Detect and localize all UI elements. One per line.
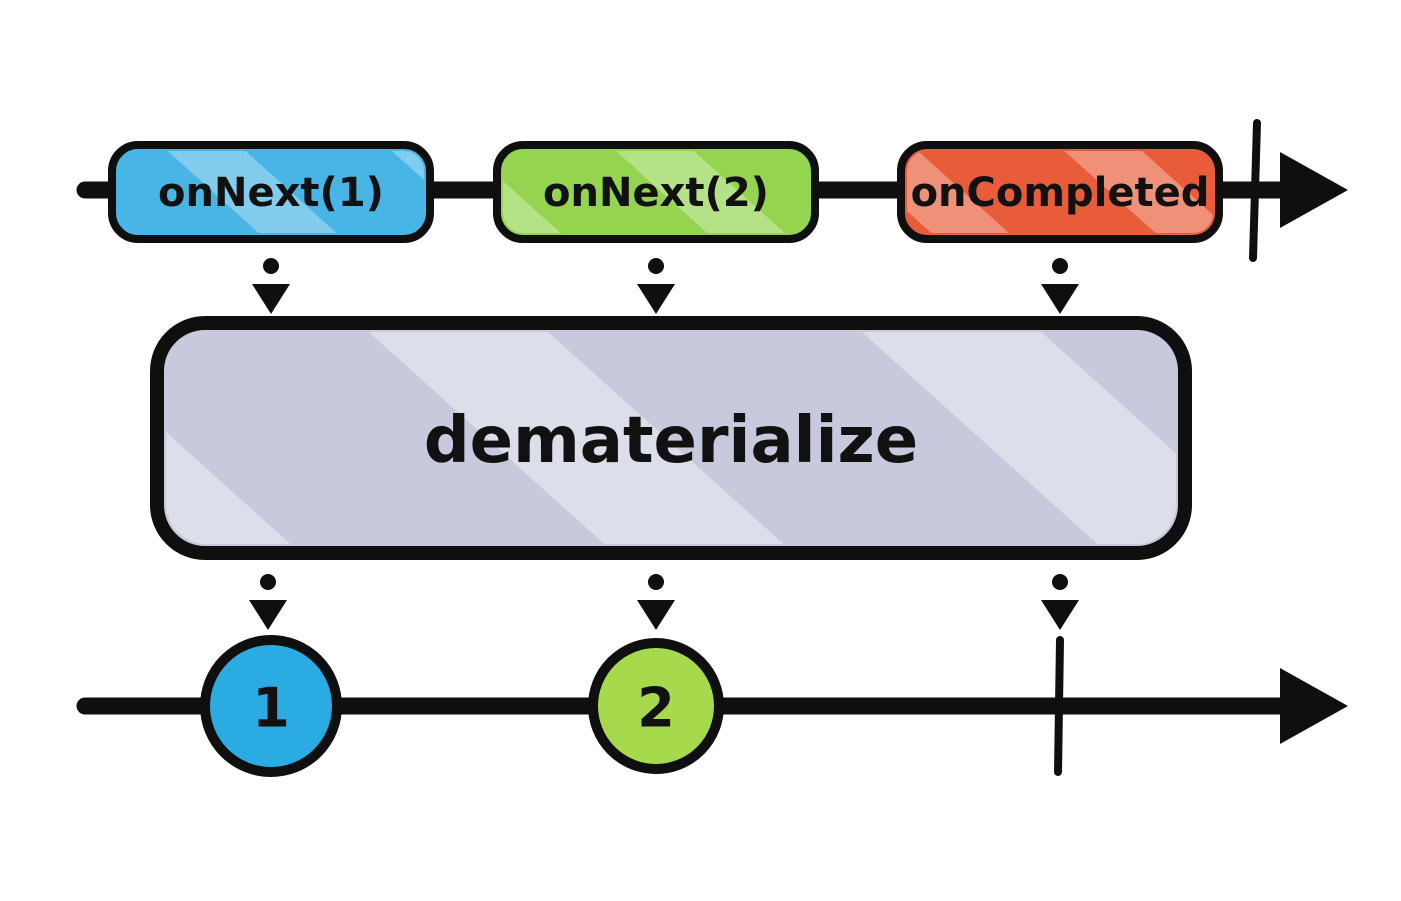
pill-stripe-overlay — [503, 151, 809, 233]
output-timeline: 1 2 — [76, 635, 1348, 777]
output-complete-tick-icon — [1054, 636, 1064, 776]
input-arrows — [252, 258, 1079, 314]
operator-box: dematerialize — [150, 316, 1192, 560]
source-event-onnext-2: onNext(2) — [493, 141, 819, 243]
source-timeline: onNext(1) onNext(2) onCompleted — [76, 119, 1348, 262]
marble-label: 1 — [252, 677, 290, 740]
source-event-onnext-1: onNext(1) — [108, 141, 434, 243]
source-event-label: onCompleted — [911, 170, 1210, 216]
source-event-label: onNext(2) — [543, 170, 769, 216]
source-timeline-arrowhead-icon — [1280, 152, 1348, 228]
output-arrows — [249, 574, 1079, 630]
down-arrow-icon — [1041, 258, 1079, 314]
down-arrow-icon — [637, 574, 675, 630]
pill-stripe-overlay — [118, 151, 424, 233]
output-timeline-arrowhead-icon — [1280, 668, 1348, 744]
down-arrow-icon — [252, 258, 290, 314]
pill-stripe-overlay — [907, 151, 1213, 233]
down-arrow-icon — [637, 258, 675, 314]
output-marble-2: 2 — [588, 638, 724, 774]
source-event-oncompleted: onCompleted — [897, 141, 1223, 243]
marble-circle — [588, 638, 724, 774]
down-arrow-icon — [1041, 574, 1079, 630]
output-marble-1: 1 — [200, 635, 342, 777]
down-arrow-icon — [249, 574, 287, 630]
source-event-label: onNext(1) — [158, 170, 384, 216]
operator-label: dematerialize — [424, 404, 918, 478]
operator-box-stripe-overlay — [166, 332, 1176, 544]
marble-label: 2 — [637, 677, 675, 740]
source-complete-tick-icon — [1249, 119, 1261, 262]
marble-circle — [200, 635, 342, 777]
